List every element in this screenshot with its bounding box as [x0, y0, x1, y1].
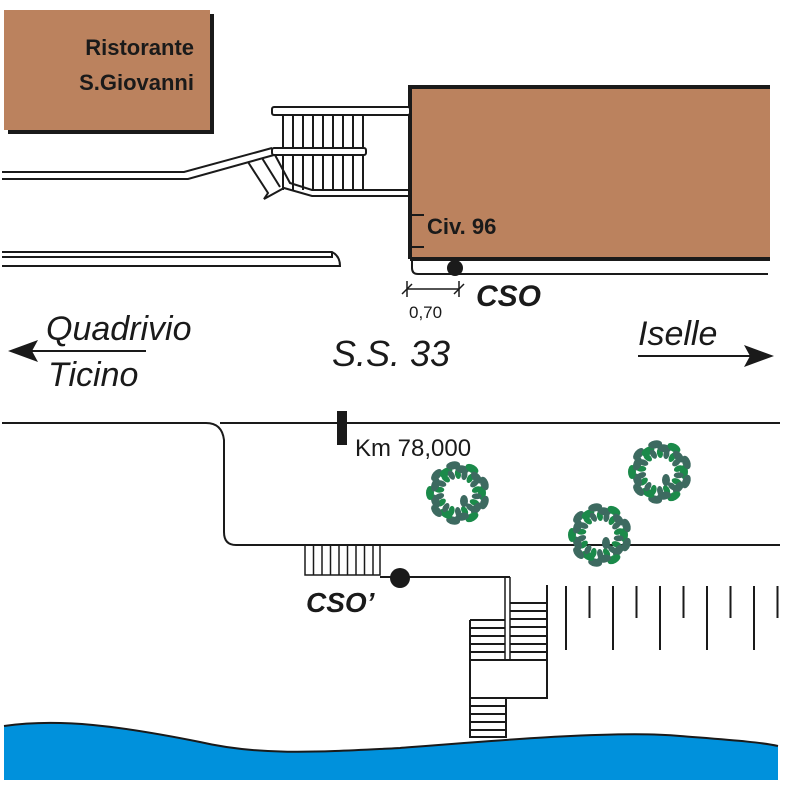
tree-leaf	[465, 463, 479, 474]
trees	[426, 440, 691, 567]
road-name-label: S.S. 33	[332, 333, 450, 374]
tree-leaf	[602, 537, 610, 549]
tree-leaf	[603, 512, 610, 523]
fence-posts	[565, 586, 779, 650]
tree-leaf	[584, 545, 592, 555]
tree-leaf	[442, 503, 450, 513]
tree-leaf	[447, 470, 456, 480]
upper-stairs	[2, 106, 411, 267]
tree-leaf	[649, 449, 658, 459]
tree-leaf	[638, 459, 649, 466]
tree-leaf	[613, 528, 624, 535]
restaurant-building: Ristorante S.Giovanni	[4, 10, 214, 134]
tree-leaf	[672, 450, 684, 463]
restaurant-name-line1: Ristorante	[85, 35, 194, 60]
tree-leaf	[434, 493, 445, 500]
tree-leaf	[667, 442, 681, 453]
tree-leaf	[633, 484, 644, 496]
tree-icon	[426, 461, 489, 525]
tree-leaf	[681, 474, 691, 489]
cso-label: CSO	[476, 280, 541, 313]
tree-leaf	[470, 502, 482, 515]
direction-left: Quadrivio Ticino	[8, 310, 192, 394]
tree-leaf	[589, 512, 598, 522]
tree-leaf	[662, 474, 670, 486]
sidewalk-edge	[411, 260, 768, 275]
river-stairs	[469, 585, 548, 738]
cso-prime-label: CSO’	[306, 587, 376, 618]
tree-leaf	[673, 472, 684, 479]
dimension-line	[401, 281, 465, 297]
tree-leaf	[461, 470, 468, 481]
tree-leaf	[657, 486, 664, 496]
tree-leaf	[621, 537, 631, 552]
lower-road-edges	[2, 422, 780, 546]
tree-leaf	[621, 518, 631, 533]
direction-right-label: Iselle	[638, 315, 717, 353]
tree-leaf	[573, 511, 584, 523]
cso-point-marker	[447, 260, 463, 276]
tree-leaf	[672, 458, 681, 467]
tree-leaf	[644, 482, 652, 492]
restaurant-name-line2: S.Giovanni	[79, 70, 194, 95]
tree-leaf	[607, 505, 621, 516]
kilometer-marker-label: Km 78,000	[355, 435, 471, 462]
tree-leaf	[607, 545, 617, 554]
tree-leaf	[672, 481, 684, 494]
kilometer-post-icon	[337, 411, 347, 445]
tree-leaf	[455, 507, 462, 517]
tree-leaf	[479, 476, 489, 491]
tree-leaf	[663, 449, 670, 460]
tree-leaf	[667, 482, 677, 491]
tree-leaf	[431, 469, 442, 481]
tree-leaf	[576, 535, 587, 542]
distance-label: 0,70	[409, 303, 442, 322]
tree-leaf	[612, 544, 624, 557]
building-civ-96: Civ. 96	[408, 85, 770, 261]
tree-leaf	[573, 547, 584, 559]
cso-prime-point-marker	[390, 568, 410, 588]
tree-leaf	[431, 505, 442, 517]
direction-right: Iselle	[638, 315, 774, 367]
river-bank	[3, 721, 779, 753]
tree-leaf	[613, 535, 624, 542]
tree-leaf	[470, 471, 482, 484]
tree-leaf	[636, 472, 647, 479]
river	[4, 722, 778, 780]
tree-leaf	[479, 495, 489, 510]
tree-leaf	[471, 493, 482, 500]
arrow-left-icon	[8, 340, 38, 362]
house-number-label: Civ. 96	[427, 214, 496, 239]
tree-leaf	[673, 465, 684, 472]
tree-icon	[628, 440, 691, 504]
tree-leaf	[460, 495, 468, 507]
tree-leaf	[465, 503, 475, 512]
tree-leaf	[612, 521, 621, 530]
tree-leaf	[633, 448, 644, 460]
tree-leaf	[470, 479, 479, 488]
direction-left-line1: Quadrivio	[46, 310, 192, 348]
tree-leaf	[578, 522, 589, 529]
direction-left-line2: Ticino	[48, 356, 138, 394]
tree-leaf	[612, 513, 624, 526]
tree-leaf	[681, 455, 691, 470]
tree-leaf	[597, 549, 604, 559]
tree-icon	[568, 503, 631, 567]
tree-leaf	[471, 486, 482, 493]
tree-leaf	[436, 480, 447, 487]
arrow-right-icon	[744, 345, 774, 367]
